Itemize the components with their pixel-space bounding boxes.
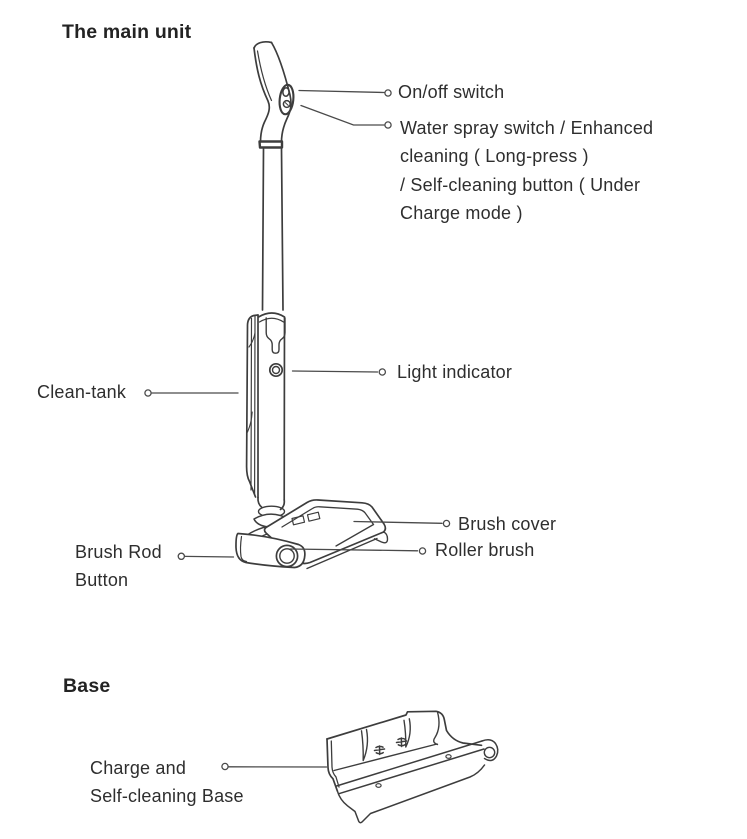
leader-brush-cover xyxy=(353,519,451,528)
label-line: Brush Rod xyxy=(75,542,162,562)
pole xyxy=(261,148,284,311)
screw-right xyxy=(395,737,408,748)
keyhole-detail xyxy=(265,317,286,354)
leader-light-indicator xyxy=(291,368,387,376)
label-clean-tank: Clean-tank xyxy=(37,382,127,402)
base-drawing xyxy=(326,710,499,824)
base-fin-right xyxy=(403,718,411,748)
label-line: Charge mode ) xyxy=(400,202,523,223)
onoff-switch-button xyxy=(282,87,290,97)
base-fin-left xyxy=(360,728,369,762)
switch-panel xyxy=(278,83,295,116)
leader-roller-brush xyxy=(289,547,427,555)
water-spray-switch-button xyxy=(282,99,291,109)
label-brush-rod-button: Brush Rod Button xyxy=(75,539,162,594)
body-column xyxy=(257,314,286,501)
handle-outline xyxy=(253,40,292,149)
label-onoff-switch: On/off switch xyxy=(398,82,505,102)
label-charge-base: Charge and Self-cleaning Base xyxy=(90,754,244,810)
leader-lines xyxy=(144,89,451,771)
label-brush-cover: Brush cover xyxy=(458,514,557,534)
light-indicator-lens xyxy=(268,362,284,378)
main-unit-drawing xyxy=(235,40,389,570)
label-roller-brush: Roller brush xyxy=(435,540,535,560)
label-line: Self-cleaning Base xyxy=(90,786,244,806)
label-line: Button xyxy=(75,569,129,590)
leader-brush-rod-button xyxy=(177,552,235,561)
leader-charge-base xyxy=(221,762,328,771)
label-line: Charge and xyxy=(90,758,187,778)
base-heading: Base xyxy=(63,675,111,697)
leader-onoff xyxy=(298,89,392,97)
label-line: cleaning ( Long-press ) xyxy=(400,146,589,167)
leader-clean-tank xyxy=(144,389,239,397)
clean-tank-shell xyxy=(245,314,259,498)
handle-collar xyxy=(258,140,284,149)
label-water-spray-switch: Water spray switch / Enhanced cleaning (… xyxy=(400,114,653,227)
label-line: Water spray switch / Enhanced xyxy=(400,118,654,138)
main-unit-heading: The main unit xyxy=(62,21,192,43)
roller-brush-housing xyxy=(235,532,306,569)
screw-left xyxy=(373,745,386,756)
label-line: / Self-cleaning button ( Under xyxy=(400,174,641,195)
leader-water-spray xyxy=(300,104,392,129)
label-light-indicator: Light indicator xyxy=(397,362,513,382)
